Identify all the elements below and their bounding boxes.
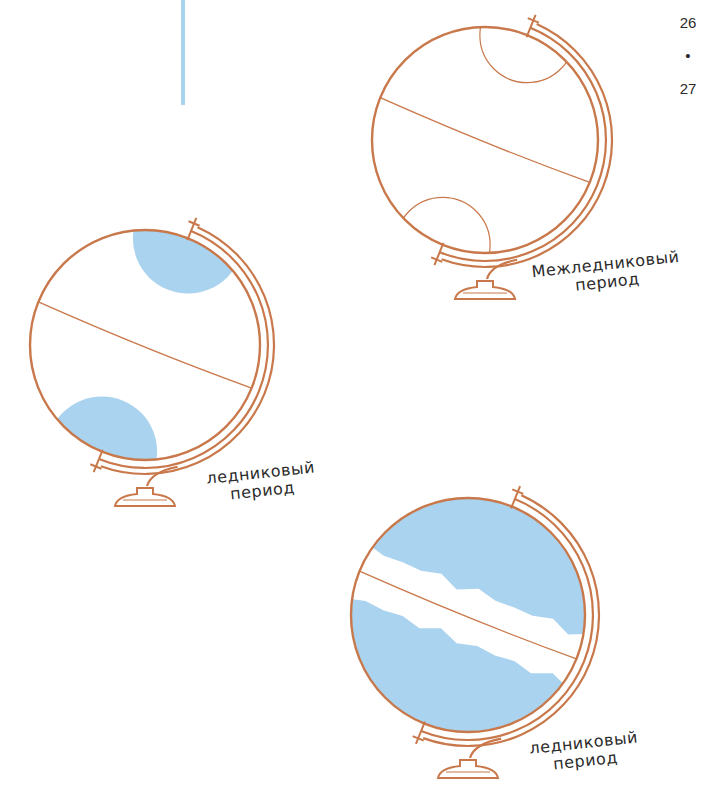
stand-stem [147,467,178,486]
stand-stem [487,260,517,279]
globe [30,183,274,507]
caption-label: ледниковый период [205,459,318,507]
meridian-ring [421,499,593,740]
meridian-ring [101,227,274,474]
equator-line [38,302,251,388]
equator-line [360,571,577,659]
meridian-ring [423,495,599,746]
axis-tick [512,489,523,493]
ice-free-band [326,536,608,696]
globe [372,0,612,299]
globe-outline [372,27,598,253]
axis-tick [90,464,101,468]
ice-cap-outline [480,0,575,83]
stand-stem [470,739,501,758]
stand-base [123,499,167,500]
meridian-ring [99,231,268,468]
margin-line [181,0,185,105]
equator-line [380,98,590,183]
axis-tick [431,257,442,261]
globe-outline [30,230,260,460]
stand-base [115,488,175,506]
axis-tick [413,736,424,740]
stand-base [446,771,490,772]
stand-base [438,760,498,778]
page-separator: • [676,47,700,64]
caption-label: ледниковый период [528,729,641,777]
stand-base [455,281,515,299]
axis-tick [189,221,200,225]
stand-base [463,292,507,293]
meridian-ring [440,28,606,261]
ice-cap-outline [395,197,490,292]
globe [326,486,608,778]
axis-tick [528,18,539,22]
meridian-ring [442,24,612,267]
ice-cap [133,183,243,293]
page-number: 26 [676,14,700,31]
caption-label: Межледниковый период [525,247,688,300]
globe-outline [351,498,585,732]
page-number: 27 [676,80,700,97]
